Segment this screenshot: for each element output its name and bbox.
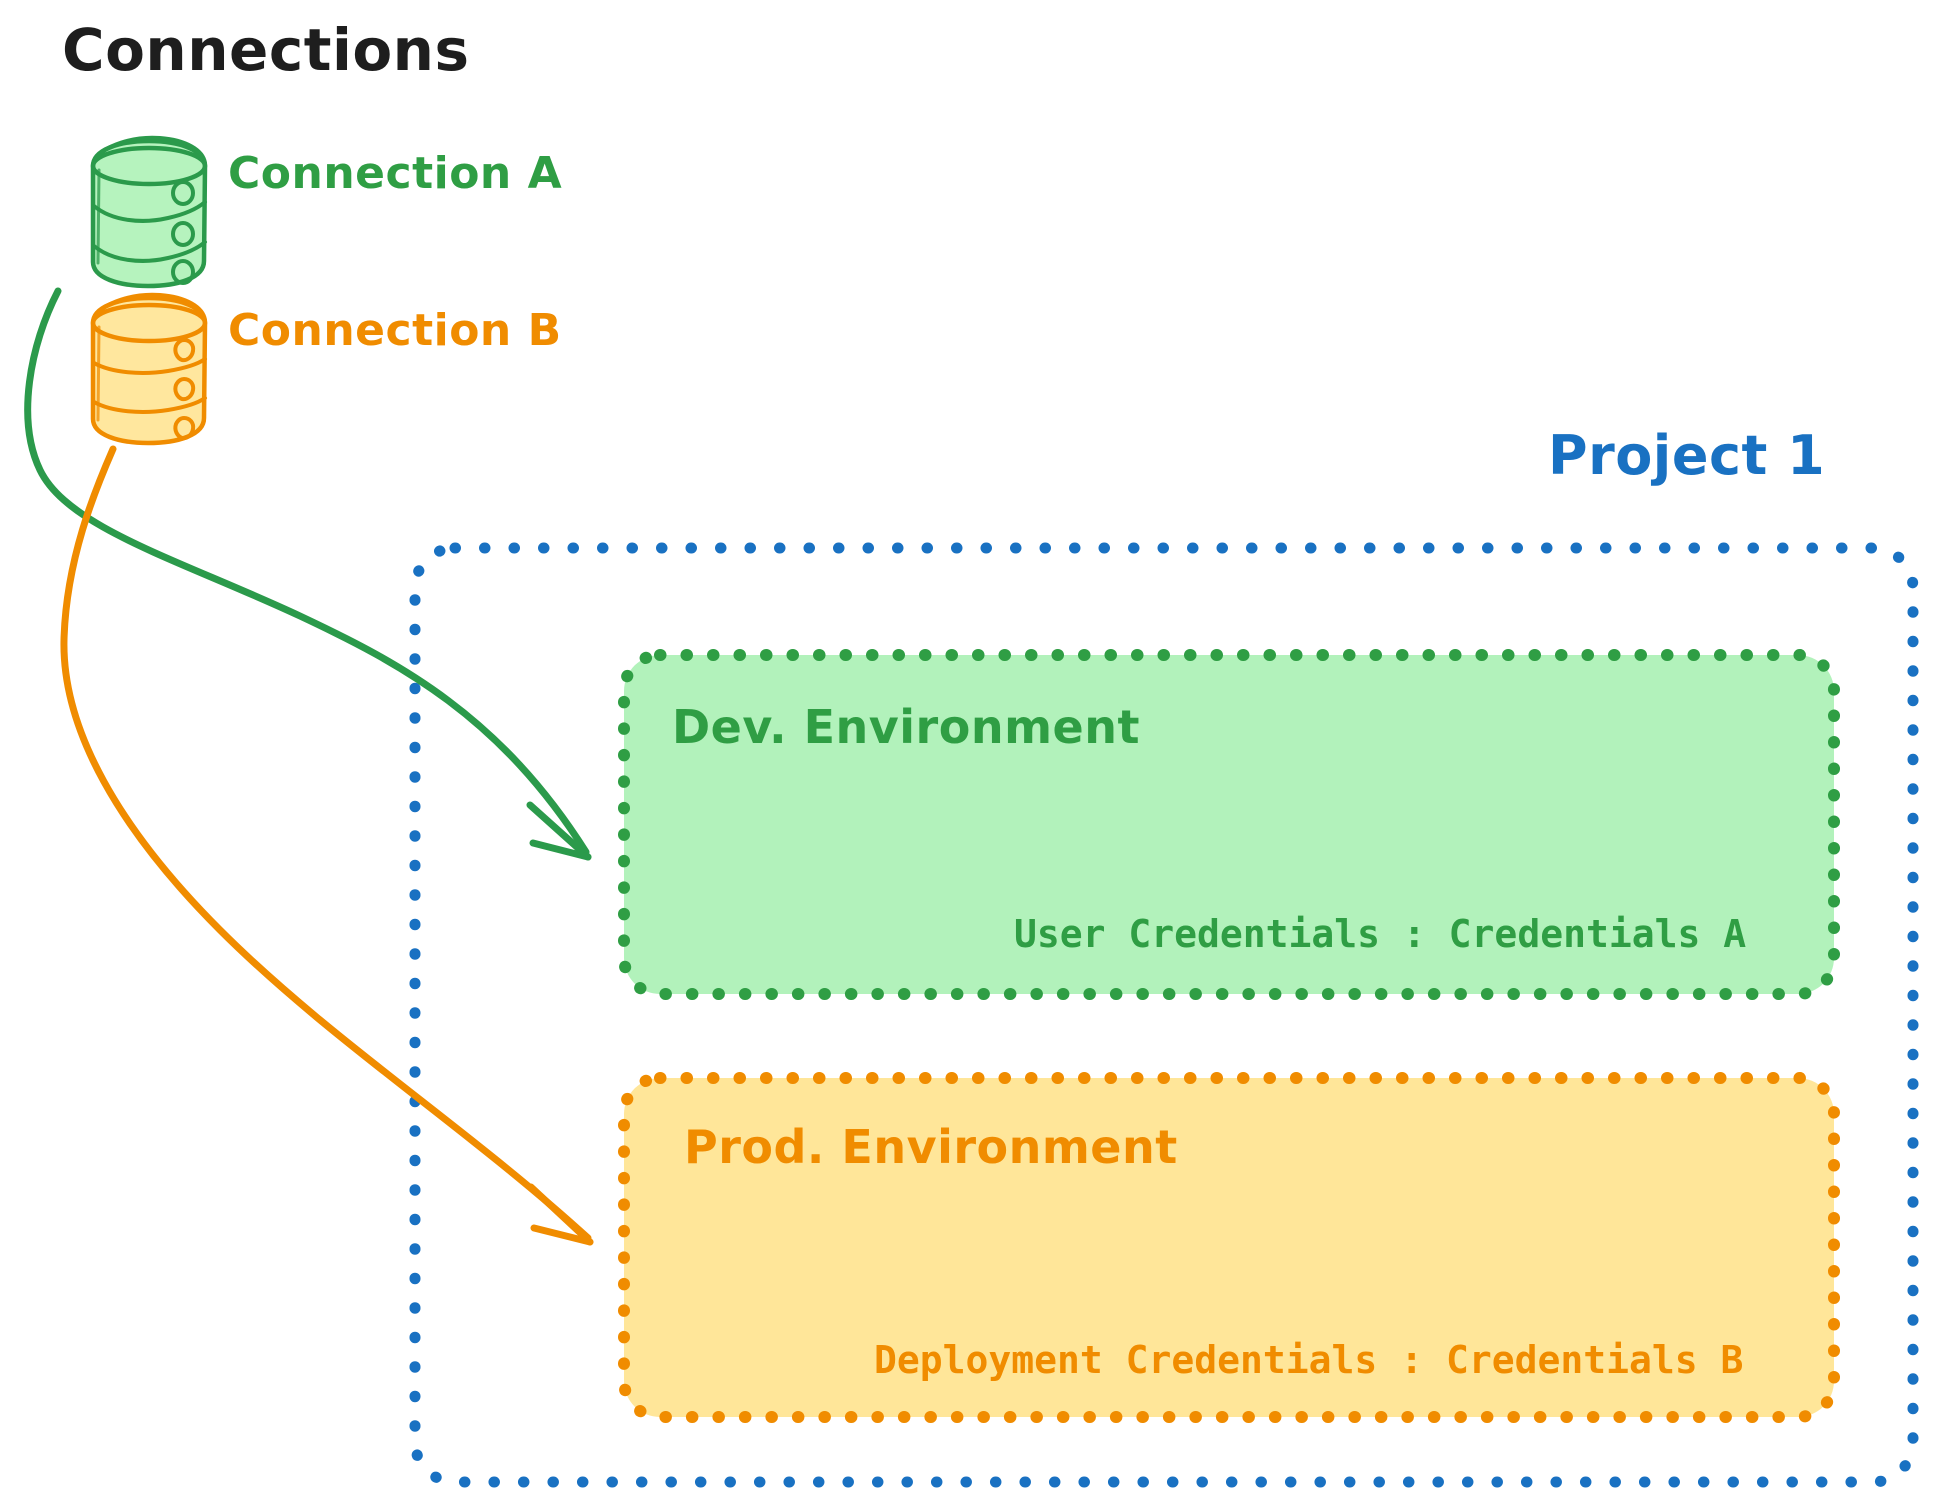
cylinder-a-divider-2 bbox=[92, 240, 207, 263]
arrow-b-head-lower bbox=[530, 1224, 594, 1246]
dev-environment-border bbox=[618, 649, 1840, 1000]
cylinder-a-led-3 bbox=[171, 259, 195, 285]
cylinder-b-top-arc2 bbox=[93, 292, 207, 322]
dev-environment-title: Dev. Environment bbox=[672, 700, 1140, 754]
page-title: Connections bbox=[62, 16, 470, 84]
database-cylinder-icon-b[interactable] bbox=[90, 292, 208, 446]
prod-environment-border bbox=[618, 1072, 1840, 1423]
cylinder-a-top-ellipse bbox=[90, 145, 208, 187]
connection-a-label[interactable]: Connection A bbox=[228, 148, 563, 199]
prod-environment-box[interactable] bbox=[618, 1072, 1840, 1423]
arrow-b-head-upper bbox=[527, 1183, 594, 1246]
project-title: Project 1 bbox=[1548, 424, 1826, 487]
dev-environment-credentials: User Credentials : Credentials A bbox=[1014, 912, 1747, 956]
project-container[interactable] bbox=[409, 542, 1919, 1488]
cylinder-b-left-edge-sketch bbox=[96, 325, 101, 422]
arrow-a-head-upper bbox=[526, 801, 592, 861]
prod-environment-credentials: Deployment Credentials : Credentials B bbox=[874, 1338, 1744, 1382]
arrow-b-curve bbox=[60, 445, 592, 1242]
dev-environment-box[interactable] bbox=[618, 649, 1840, 1000]
cylinder-b-led-1 bbox=[173, 337, 196, 363]
arrow-a-curve bbox=[24, 287, 590, 856]
dev-environment-fill bbox=[624, 655, 1834, 994]
cylinder-b-top-ellipse bbox=[90, 302, 208, 344]
cylinder-a-led-2 bbox=[171, 221, 195, 247]
prod-environment-title: Prod. Environment bbox=[684, 1120, 1178, 1174]
cylinder-b-divider-2 bbox=[92, 396, 207, 414]
connection-b-label[interactable]: Connection B bbox=[228, 305, 562, 356]
cylinder-a-left-edge-sketch bbox=[96, 168, 101, 265]
project-container-border bbox=[409, 542, 1919, 1488]
arrow-a-head-lower bbox=[529, 839, 592, 861]
prod-environment-fill bbox=[624, 1078, 1834, 1417]
cylinder-a-top-arc2 bbox=[93, 135, 207, 165]
arrow-connection-b-to-prod bbox=[60, 445, 594, 1246]
cylinder-b-divider-1 bbox=[92, 357, 207, 375]
cylinder-a-divider-1 bbox=[92, 200, 207, 223]
database-cylinder-icon-a[interactable] bbox=[90, 135, 208, 289]
cylinder-a-led-1 bbox=[171, 180, 195, 206]
arrow-connection-a-to-dev bbox=[24, 287, 592, 861]
cylinder-a-body-fill bbox=[92, 140, 204, 287]
cylinder-b-led-2 bbox=[173, 376, 196, 402]
cylinder-b-led-3 bbox=[173, 415, 196, 441]
